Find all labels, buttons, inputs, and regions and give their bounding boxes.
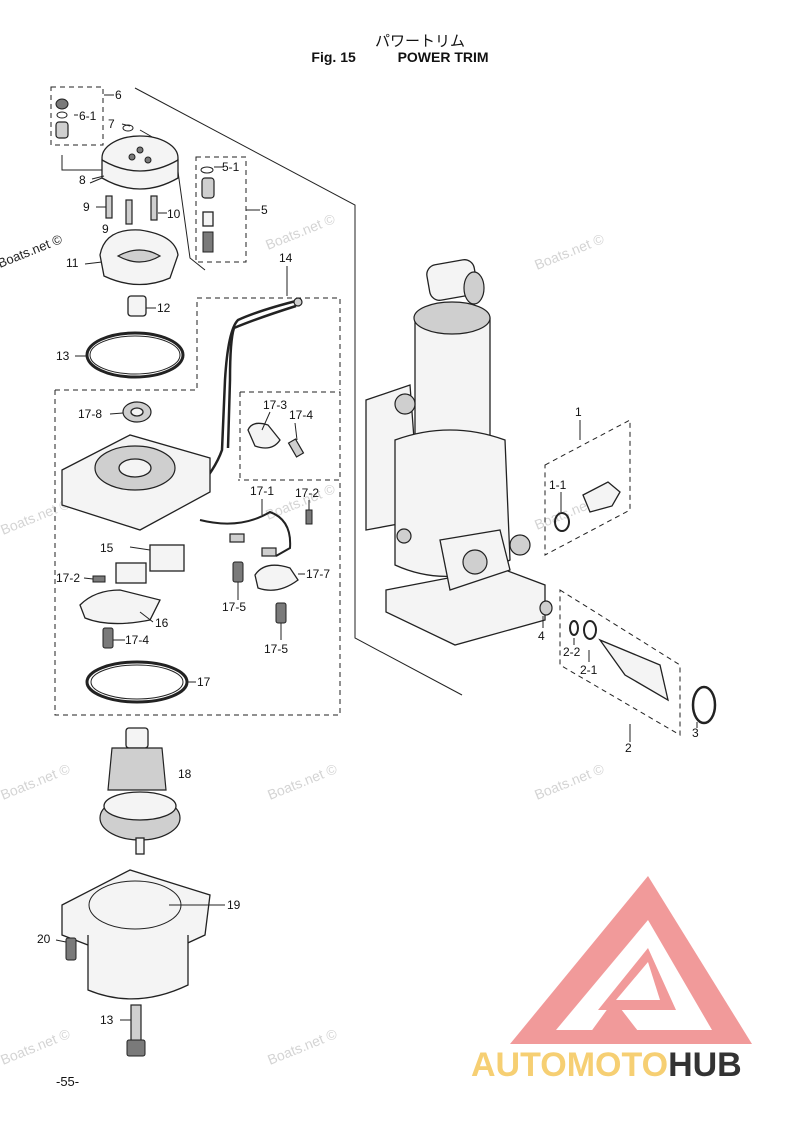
callout: 9 <box>102 222 109 236</box>
part-18-armature <box>125 727 149 749</box>
group-box-6 <box>50 86 104 146</box>
callout: 4 <box>538 629 545 643</box>
part-17-1-brush <box>149 544 185 572</box>
callout: 17-8 <box>78 407 102 421</box>
callout: 1 <box>575 405 582 419</box>
watermark: Boats.net © <box>0 760 73 803</box>
callout: 1-1 <box>549 478 567 492</box>
part-10-bolt <box>150 195 158 221</box>
watermark: Boats.net © <box>265 1025 340 1068</box>
logo-wordmark: AUTOMOTOHUB <box>471 1046 742 1085</box>
callout: 7 <box>108 117 115 131</box>
callout: 2-1 <box>580 663 598 677</box>
watermark: Boats.net © <box>532 760 607 803</box>
callout: 17-5 <box>264 642 288 656</box>
group-box-2 <box>559 589 681 736</box>
callout: 13 <box>100 1013 114 1027</box>
callout: 17-3 <box>263 398 287 412</box>
watermark: Boats.net © <box>532 230 607 273</box>
callout: 17-5 <box>222 600 246 614</box>
part-17-7 <box>254 564 299 591</box>
part-9-bolt <box>105 195 113 219</box>
callout: 9 <box>83 200 90 214</box>
callout: 17-2 <box>56 571 80 585</box>
callout: 17-1 <box>250 484 274 498</box>
callout: 12 <box>157 301 171 315</box>
callout: 2-2 <box>563 645 581 659</box>
callout: 6-1 <box>79 109 97 123</box>
part-20-bolt <box>65 937 77 961</box>
callout: 17-4 <box>125 633 149 647</box>
callout-labels: 6 6-1 7 8 9 9 10 11 12 13 5-1 5 14 17-3 … <box>37 88 699 1027</box>
logo-text-left: AUTOMOTO <box>471 1046 669 1084</box>
callout: 5 <box>261 203 268 217</box>
part-17-3-oring <box>85 660 189 704</box>
leader-lines <box>55 94 698 1021</box>
part-16-bolt <box>130 1004 142 1044</box>
callout: 8 <box>79 173 86 187</box>
callout: 17-4 <box>289 408 313 422</box>
watermark: Boats.net © <box>0 231 65 271</box>
callout: 17-2 <box>295 486 319 500</box>
callout: 16 <box>155 616 169 630</box>
figure-title: POWER TRIM <box>397 49 489 65</box>
logo-text-right: HUB <box>668 1046 742 1084</box>
callout: 3 <box>692 726 699 740</box>
callout: 13 <box>56 349 70 363</box>
callout: 17 <box>197 675 211 689</box>
callout: 11 <box>66 256 79 270</box>
trim-cylinder-assembly <box>365 259 546 646</box>
part-13-oring <box>85 331 185 379</box>
page-number: -55- <box>56 1074 80 1089</box>
figure-caption: Fig. 15 POWER TRIM <box>0 49 800 65</box>
assembly-bracket <box>134 87 463 696</box>
callout: 19 <box>227 898 241 912</box>
watermark: Boats.net © <box>263 210 338 253</box>
automotohub-logo <box>510 876 752 1044</box>
callout: 18 <box>178 767 192 781</box>
figure-number: Fig. 15 <box>311 49 356 65</box>
watermark: Boats.net © <box>265 760 340 803</box>
callout: 5-1 <box>222 160 240 174</box>
part-15-screw <box>287 438 305 458</box>
callout: 20 <box>37 932 51 946</box>
part-12 <box>127 295 147 317</box>
callout: 6 <box>115 88 122 102</box>
callout: 15 <box>100 541 114 555</box>
callout: 17-7 <box>306 567 330 581</box>
callout: 2 <box>625 741 632 755</box>
callout: 10 <box>167 207 181 221</box>
part-2-1-valve <box>598 638 669 702</box>
group-box-1 <box>544 419 631 556</box>
part-1-plug <box>582 481 621 513</box>
group-box-17 <box>54 390 341 716</box>
watermark: Boats.net © <box>0 1025 73 1068</box>
part-14 <box>247 422 281 449</box>
title-japanese: パワートリム <box>374 32 465 50</box>
callout: 14 <box>279 251 293 265</box>
